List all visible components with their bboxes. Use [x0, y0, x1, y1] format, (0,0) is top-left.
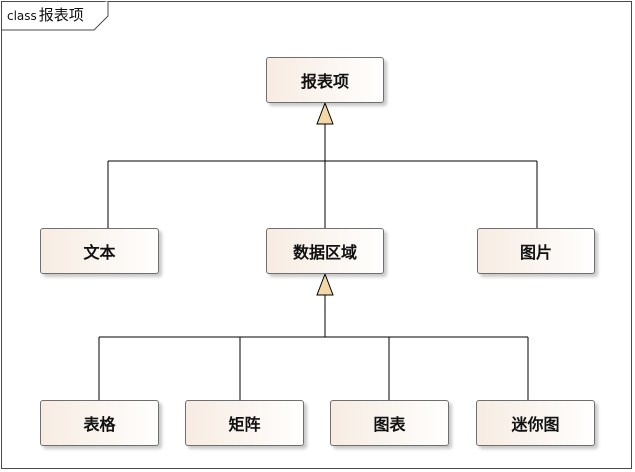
class-name: 图片: [519, 243, 552, 262]
class-name: 表格: [83, 415, 116, 434]
diagram-name: 报表项: [38, 6, 84, 24]
class-name: 数据区域: [292, 243, 357, 262]
diagram-kind: class: [7, 9, 37, 23]
class-name: 报表项: [300, 72, 349, 91]
class-node-chart[interactable]: 图表: [330, 400, 449, 446]
generalization-arrowhead-data-area: [316, 272, 334, 296]
class-node-sparkline[interactable]: 迷你图: [476, 400, 595, 446]
generalization-arrowhead-root: [316, 101, 334, 125]
title-tab-outline: [1, 1, 109, 31]
class-node-report-item[interactable]: 报表项: [266, 57, 384, 103]
class-node-matrix[interactable]: 矩阵: [185, 400, 304, 446]
class-node-table[interactable]: 表格: [40, 400, 159, 446]
class-node-text[interactable]: 文本: [40, 228, 159, 274]
class-name: 图表: [373, 415, 406, 434]
class-name: 矩阵: [228, 415, 261, 434]
class-name: 文本: [83, 243, 116, 262]
class-node-image[interactable]: 图片: [477, 228, 595, 274]
class-node-data-area[interactable]: 数据区域: [266, 228, 384, 274]
class-name: 迷你图: [511, 415, 560, 434]
